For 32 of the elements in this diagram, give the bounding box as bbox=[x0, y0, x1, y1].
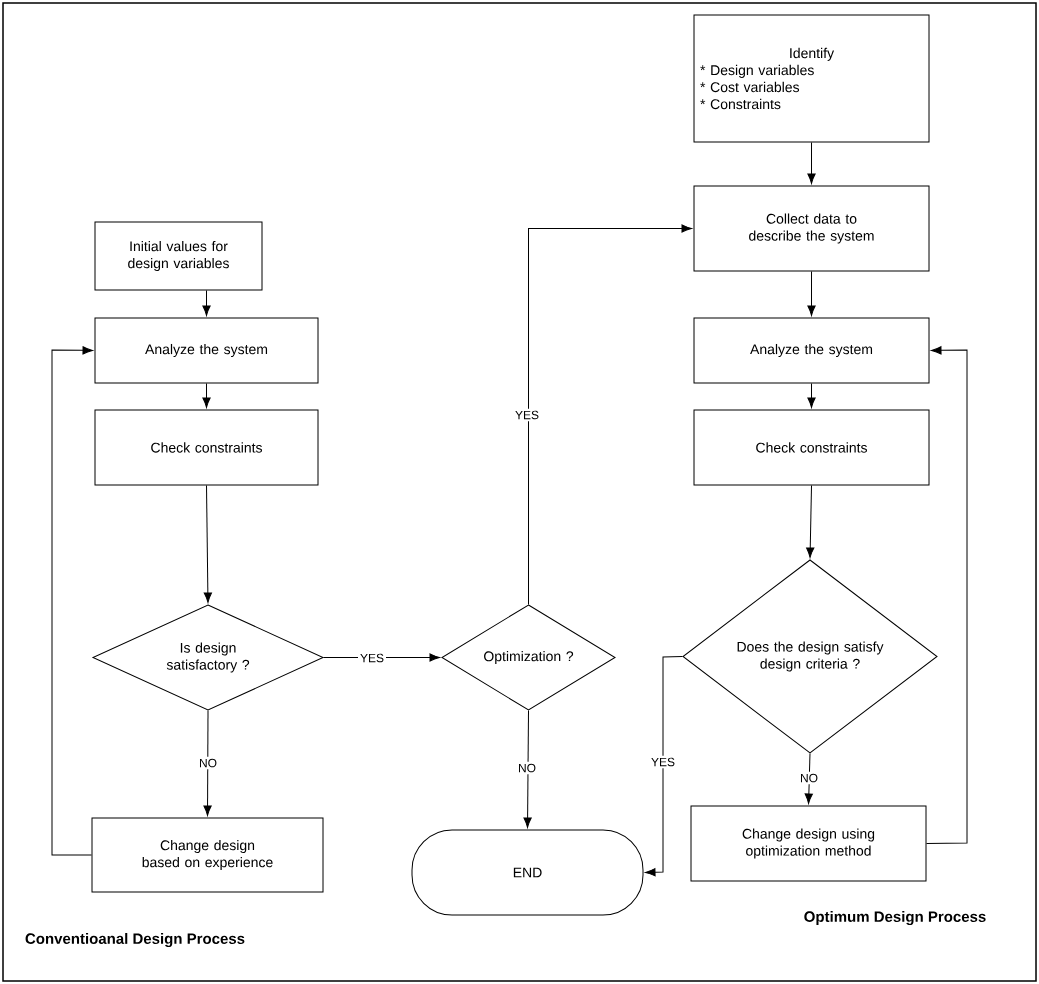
process-box: Initial values for design variables bbox=[94, 221, 263, 291]
process-box: Analyze the system bbox=[693, 317, 930, 384]
process-box: Check constraints bbox=[94, 409, 319, 486]
arrow bbox=[926, 346, 968, 844]
section-title: Conventioanal Design Process bbox=[25, 932, 245, 948]
arrow bbox=[807, 271, 816, 316]
edge-label: NO bbox=[197, 756, 219, 770]
process-box: Check constraints bbox=[693, 409, 930, 486]
process-box: Collect data to describe the system bbox=[693, 185, 930, 272]
arrow bbox=[523, 710, 532, 828]
arrow bbox=[323, 653, 440, 662]
arrow bbox=[51, 346, 93, 856]
arrow bbox=[202, 383, 211, 408]
arrow bbox=[202, 290, 211, 316]
process-box: Change design based on experience bbox=[91, 817, 324, 893]
arrow bbox=[804, 753, 813, 804]
arrow bbox=[203, 485, 212, 603]
edge-label: NO bbox=[516, 761, 538, 775]
edge-label: YES bbox=[513, 408, 541, 422]
process-box: Identify * Design variables * Cost variables * Constraints bbox=[693, 14, 930, 143]
process-box: Analyze the system bbox=[94, 317, 319, 384]
edge-label: YES bbox=[649, 755, 677, 769]
process-box: Change design using optimization method bbox=[690, 805, 927, 882]
edge-label: NO bbox=[798, 771, 820, 785]
section-title: Optimum Design Process bbox=[804, 910, 986, 926]
arrow bbox=[203, 710, 212, 816]
arrow bbox=[807, 383, 816, 408]
arrow bbox=[807, 142, 816, 184]
arrow bbox=[645, 656, 683, 877]
arrow bbox=[806, 485, 815, 558]
edge-label: YES bbox=[358, 651, 386, 665]
arrow bbox=[528, 224, 692, 605]
